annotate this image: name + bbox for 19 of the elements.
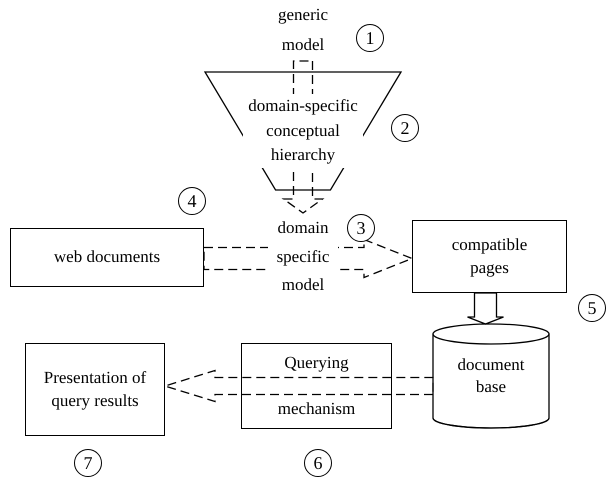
block-arrow xyxy=(281,60,325,214)
node-label: web documents xyxy=(54,246,160,268)
node-label: domain-specific conceptual hierarchy xyxy=(243,94,363,168)
process-box xyxy=(241,343,392,429)
callout-number: 5 xyxy=(578,294,606,322)
node-label: document base xyxy=(456,354,526,398)
block-arrow xyxy=(466,292,504,325)
process-box xyxy=(25,343,165,436)
callout-number: 7 xyxy=(74,449,102,477)
callout-number: 6 xyxy=(304,449,332,477)
process-box xyxy=(10,228,204,287)
callout-number: 4 xyxy=(178,187,206,215)
process-box xyxy=(412,220,567,293)
node-label: compatible pages xyxy=(450,234,528,279)
callout-number: 2 xyxy=(391,114,419,142)
node-label: Presentation of query results xyxy=(42,367,148,412)
callout-number: 1 xyxy=(356,24,384,52)
callout-number: 3 xyxy=(347,214,375,242)
node-label: Querying mechanism xyxy=(276,352,356,420)
